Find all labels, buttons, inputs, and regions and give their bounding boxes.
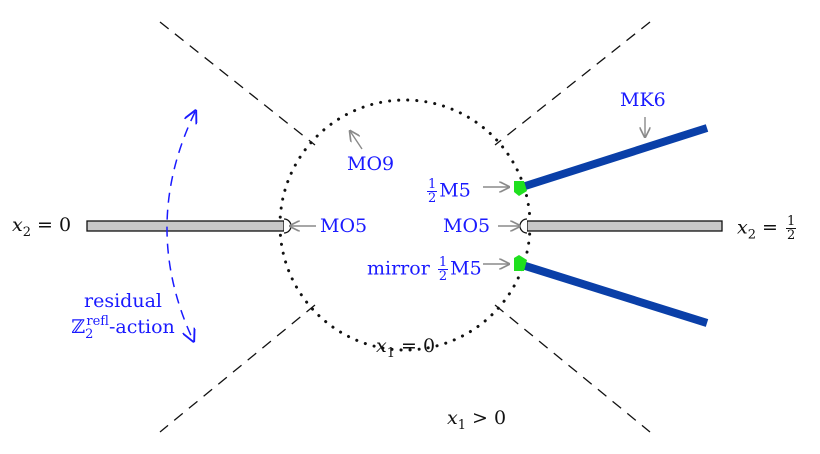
dashed-line-lower-right [494, 304, 651, 433]
x2-right-sub: 2 [747, 227, 756, 243]
residual-sup: refl [86, 314, 109, 330]
dashed-line-upper-right [494, 21, 651, 146]
mo9-arrow [350, 131, 363, 150]
mirror-half-m5-num: 1 [437, 255, 449, 270]
x1-equals-zero-label: x1 = 0 [376, 335, 436, 360]
residual-action-label: residual ℤ2refl-action [58, 289, 188, 340]
x1-greater-zero-label: x1 > 0 [447, 407, 507, 432]
x1-circle-sub: 1 [386, 345, 395, 361]
x2-right-num: 1 [786, 214, 797, 229]
mirror-half-m5-text: M5 [450, 257, 482, 280]
lower-green-endpoint [514, 255, 527, 271]
x1-circle-var: x [376, 335, 387, 357]
x2-left-rel: = 0 [31, 214, 72, 236]
x1-region-rel: > 0 [466, 407, 507, 429]
residual-symbol: ℤ [71, 315, 86, 338]
x2-left-sub: 2 [22, 224, 31, 240]
x2-left-var: x [12, 214, 23, 236]
dotted-circle [278, 98, 532, 352]
residual-action-arc [166, 112, 195, 340]
x2-right-var: x [737, 216, 748, 239]
x2-equals-zero-label: x2 = 0 [12, 214, 72, 239]
half-m5-den: 2 [428, 191, 437, 206]
mo5-right-label: MO5 [443, 215, 491, 237]
x2-right-den: 2 [787, 228, 796, 243]
right-gray-bar [526, 220, 723, 232]
dashed-line-upper-left [159, 21, 316, 146]
mk6-upper-brane [517, 124, 709, 192]
mo9-label: MO9 [347, 153, 395, 175]
left-gray-bar [86, 220, 285, 232]
x2-right-rel: = [756, 216, 784, 239]
residual-suffix: -action [108, 315, 175, 338]
residual-line1: residual [84, 290, 162, 312]
residual-line2: ℤ2refl-action [58, 314, 188, 342]
mirror-half-m5-den: 2 [438, 269, 448, 284]
dashed-line-lower-left [159, 304, 316, 433]
x1-circle-rel: = 0 [395, 335, 436, 357]
upper-green-endpoint [514, 181, 527, 196]
mo5-left-label: MO5 [320, 215, 368, 237]
mirror-prefix: mirror [367, 257, 436, 280]
x1-region-sub: 1 [457, 417, 466, 433]
x1-region-var: x [447, 407, 458, 429]
residual-sub: 2 [85, 326, 94, 342]
left-bar-cap [283, 218, 292, 234]
right-bar-cap [519, 218, 528, 234]
half-m5-text: M5 [439, 179, 471, 202]
mk6-label: MK6 [620, 89, 666, 111]
mk6-lower-brane [517, 260, 709, 327]
half-m5-num: 1 [427, 177, 438, 192]
